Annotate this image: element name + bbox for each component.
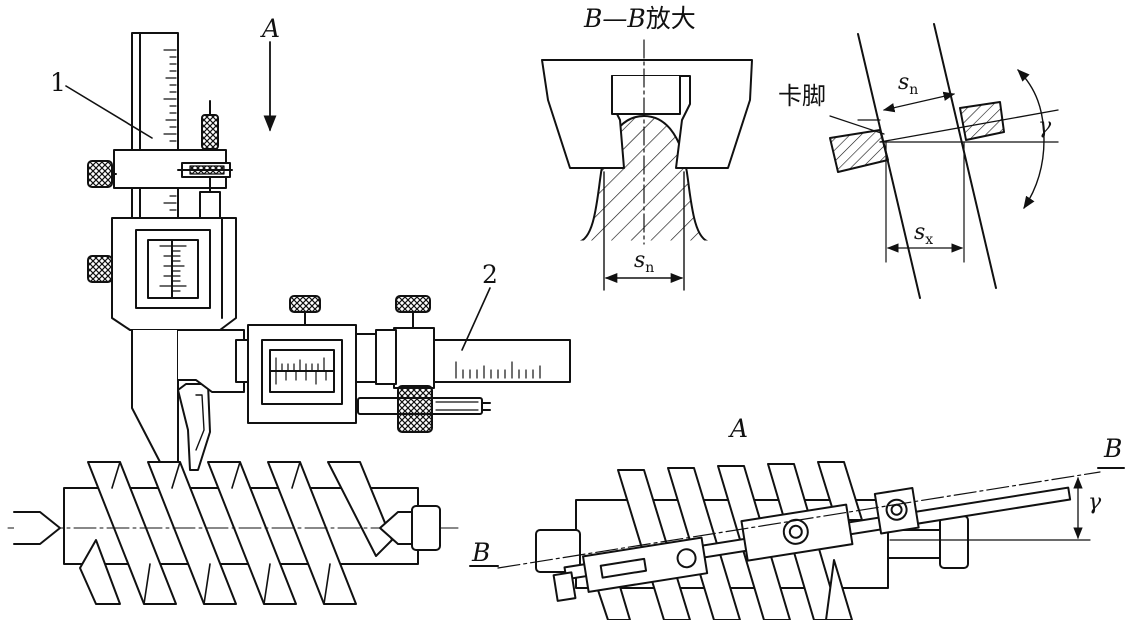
b-right-label: B (1104, 434, 1123, 463)
view-a (469, 461, 1125, 620)
section-title-b1: B (584, 4, 603, 33)
section-title-dash: — (602, 4, 628, 33)
horizontal-vernier-ticks (275, 357, 327, 385)
b-left-label: B (472, 538, 491, 567)
section-title-b2: B (627, 4, 646, 33)
vertical-scale-ticks (163, 49, 177, 211)
jaw-label: 卡脚 (778, 82, 826, 110)
view-a-caption: A (730, 414, 749, 443)
horizontal-scale-ticks (455, 361, 541, 379)
gamma-detail-arc (1017, 69, 1045, 210)
adjust-screw-knob (201, 114, 219, 150)
worm-threads-left (79, 461, 393, 605)
part-2-label: 2 (482, 260, 498, 289)
jaw-left-hatched (829, 129, 889, 173)
upper-knob (87, 160, 113, 188)
view-a-arrow-label: A (262, 14, 281, 43)
fixed-jaw (131, 329, 179, 463)
section-caliper-jaws (541, 59, 753, 169)
jaw-right-hatched (959, 101, 1005, 141)
gear-tooth-caliper (65, 32, 571, 471)
sn-detail-label: sn (898, 70, 919, 98)
section-title-cn: 放大 (645, 4, 696, 33)
fine-adjust-top-knob (395, 295, 431, 313)
moving-jaw (177, 383, 211, 471)
jaw-detail (829, 23, 1059, 299)
worm-left (7, 461, 459, 605)
vertical-vernier-ticks (159, 245, 187, 292)
vertical-beam (131, 32, 179, 219)
horizontal-beam-root (177, 329, 245, 393)
horizontal-top-knob (289, 295, 321, 313)
gamma-detail-label: γ (1038, 114, 1052, 139)
section-bb-title: B—B放大 (584, 6, 696, 31)
left-center-point (13, 511, 61, 545)
part-1-label: 1 (50, 68, 66, 97)
sx-detail-label: sx (914, 220, 934, 248)
sn-detail-dimension (882, 91, 956, 113)
section-bb-enlarged (541, 39, 753, 291)
tilted-caliper (552, 486, 1072, 602)
gamma-view-label: γ (1088, 490, 1102, 515)
lower-knob (87, 255, 113, 283)
horizontal-fine-adjust (393, 327, 435, 389)
sn-section-label: sn (634, 248, 655, 276)
